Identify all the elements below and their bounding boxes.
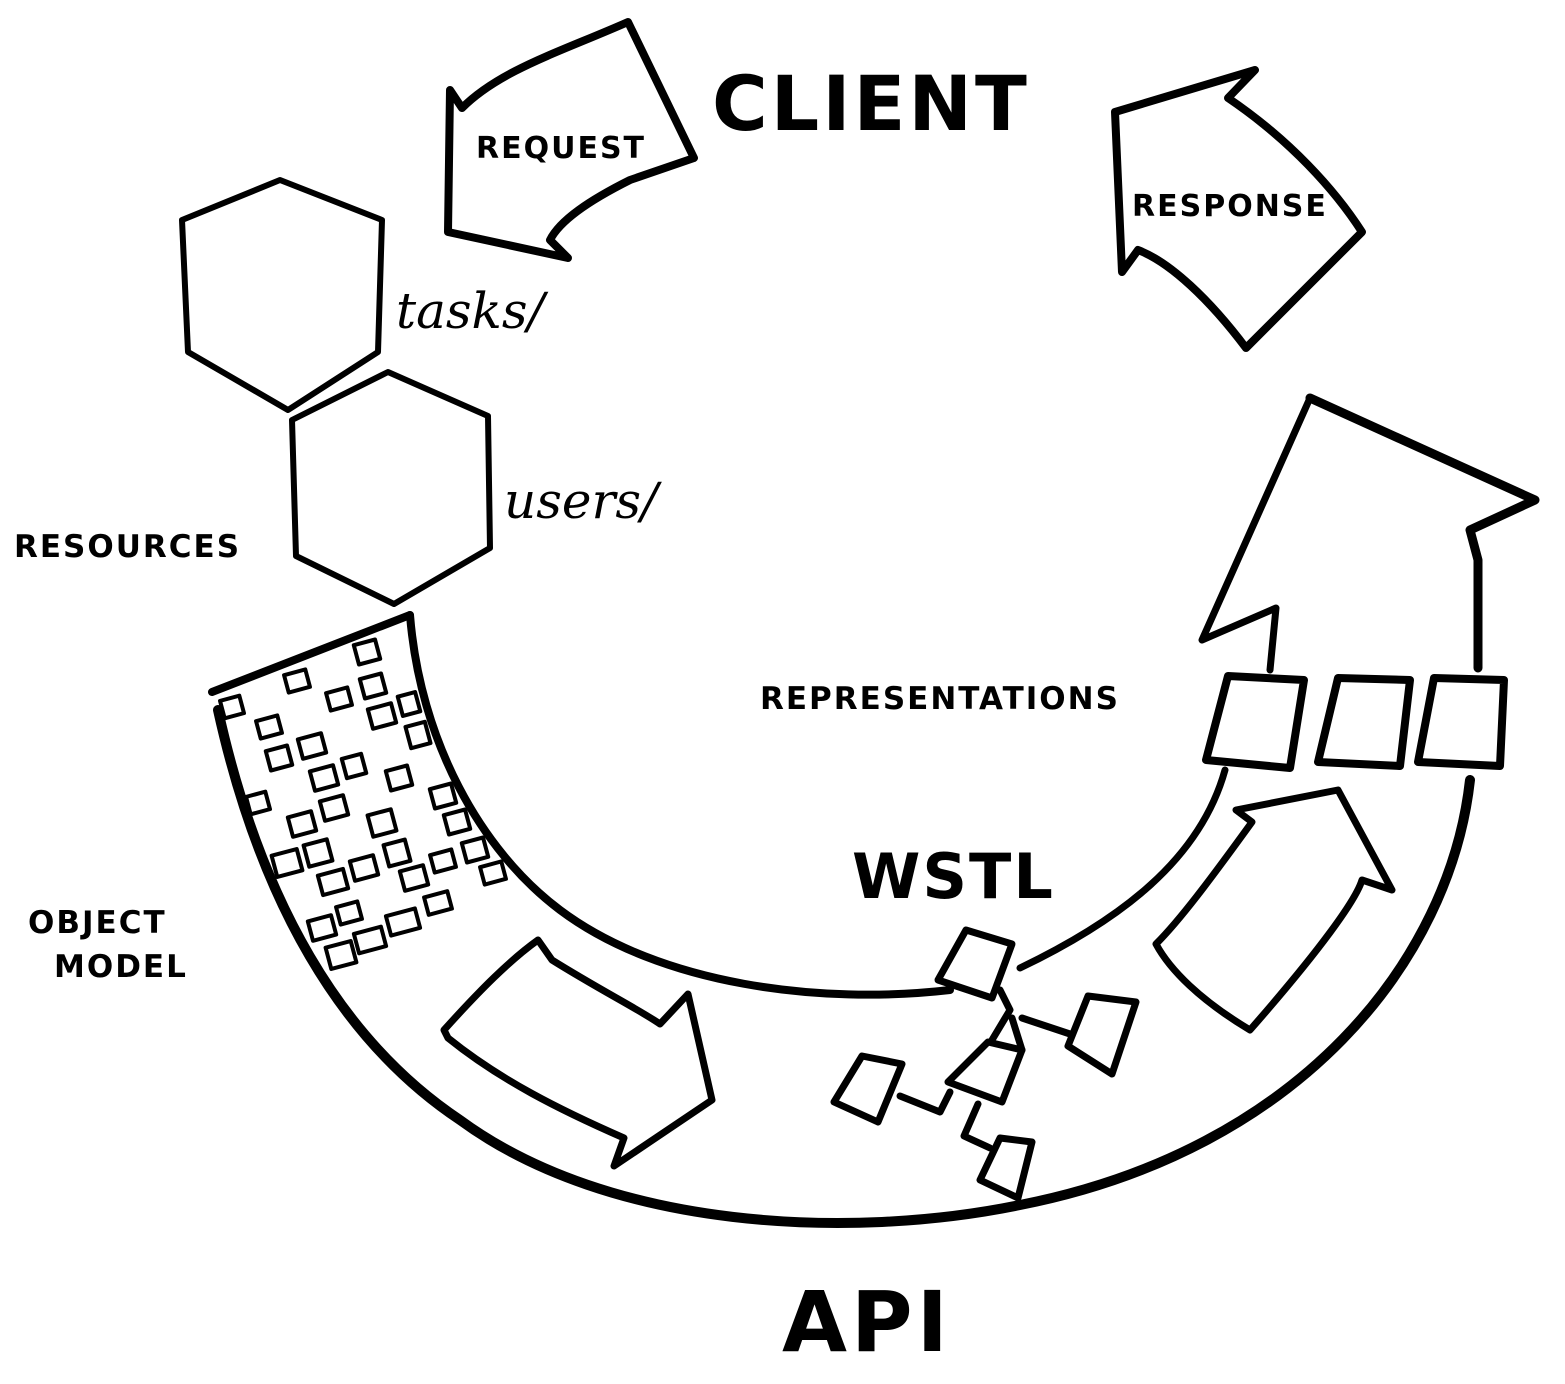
object-model-blocks: [218, 637, 508, 971]
representations-label: REPRESENTATIONS: [760, 681, 1120, 717]
api-title: API: [782, 1273, 952, 1371]
flow-arrow-right: [1152, 786, 1396, 1034]
response-arrow: [1111, 66, 1366, 352]
resources-label: RESOURCES: [14, 529, 242, 565]
request-arrow: [444, 18, 698, 262]
hexagon-users: [289, 369, 493, 607]
flow-arrow-left: [440, 936, 716, 1170]
object-model-band-edge: [208, 611, 414, 696]
model-label: MODEL: [54, 949, 188, 985]
resource-tasks-label: tasks/: [396, 282, 545, 340]
client-title: CLIENT: [712, 59, 1030, 148]
response-label: RESPONSE: [1132, 189, 1328, 224]
api-ring-inner-right: [1016, 766, 1229, 972]
hexagon-tasks: [179, 177, 385, 413]
api-ring-inner: [406, 611, 954, 999]
representations-up-arrow: [1305, 393, 1540, 673]
api-ring-outer: [213, 705, 1475, 1228]
wstl-network: [830, 926, 1140, 1202]
wstl-label: WSTL: [852, 840, 1055, 913]
request-label: REQUEST: [476, 131, 647, 166]
representation-boxes: [1202, 672, 1508, 772]
resource-users-label: users/: [504, 472, 658, 530]
representations-up-arrow-left: [1198, 394, 1314, 674]
object-label: OBJECT: [28, 905, 167, 941]
